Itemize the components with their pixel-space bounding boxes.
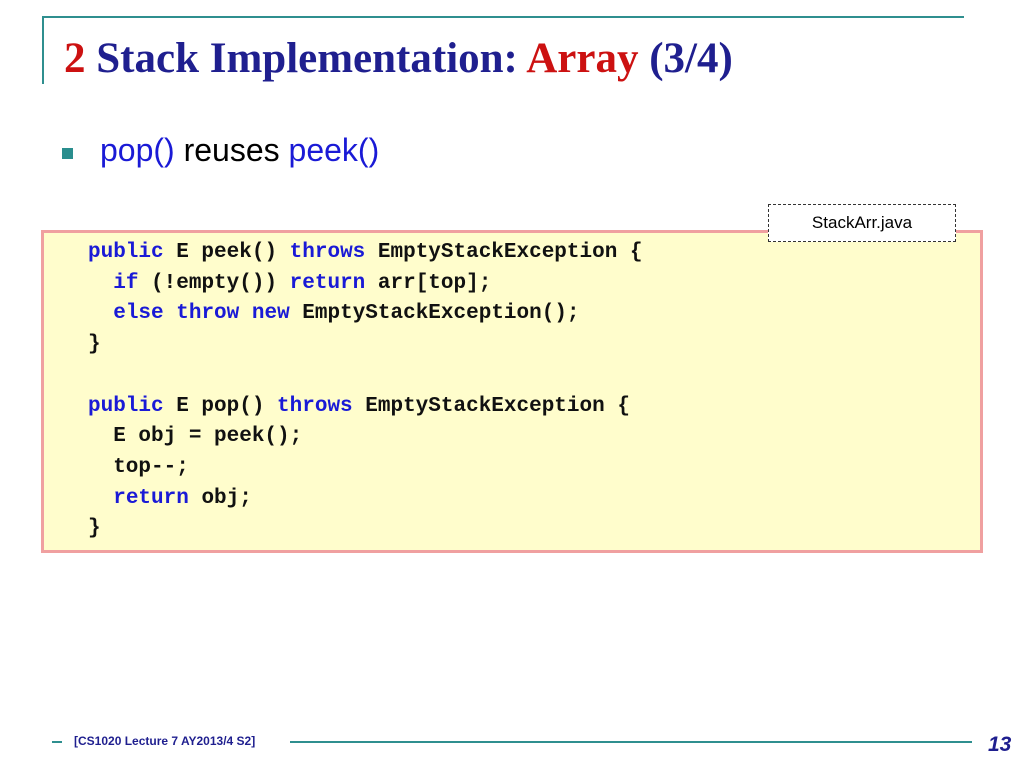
title-frame-top-rule (42, 16, 964, 18)
code-line: } (88, 333, 101, 357)
code-line: E obj = peek(); (88, 425, 303, 449)
code-line: if (!empty()) return arr[top]; (113, 271, 492, 295)
footer-rule (290, 741, 972, 743)
bullet-method-pop: pop() (100, 132, 175, 168)
code-line: return obj; (113, 486, 252, 510)
bullet-verb: reuses (174, 132, 289, 168)
slide-title: 2 Stack Implementation: Array (3/4) (64, 34, 733, 83)
title-text: Stack Implementation: (85, 35, 527, 82)
title-section-number: 2 (64, 35, 86, 82)
bullet-method-peek: peek() (288, 132, 380, 168)
page-number: 13 (988, 733, 1012, 756)
code-block: public E peek() throws EmptyStackExcepti… (41, 230, 983, 553)
footer-dash (52, 741, 62, 743)
title-part-counter: (3/4) (638, 35, 733, 82)
square-bullet-icon (62, 148, 73, 159)
title-frame-left-rule (42, 16, 44, 84)
title-highlight: Array (526, 35, 639, 82)
code-line: top--; (88, 455, 189, 479)
code-line: public E pop() throws EmptyStackExceptio… (88, 394, 630, 418)
footer-course-label: [CS1020 Lecture 7 AY2013/4 S2] (74, 734, 256, 748)
code-line: } (88, 517, 101, 541)
code-listing: public E peek() throws EmptyStackExcepti… (88, 238, 643, 545)
code-line: else throw new EmptyStackException(); (113, 302, 580, 326)
bullet-text: pop() reuses peek() (100, 132, 379, 169)
file-name-tag: StackArr.java (768, 204, 956, 242)
code-line: public E peek() throws EmptyStackExcepti… (88, 241, 643, 264)
